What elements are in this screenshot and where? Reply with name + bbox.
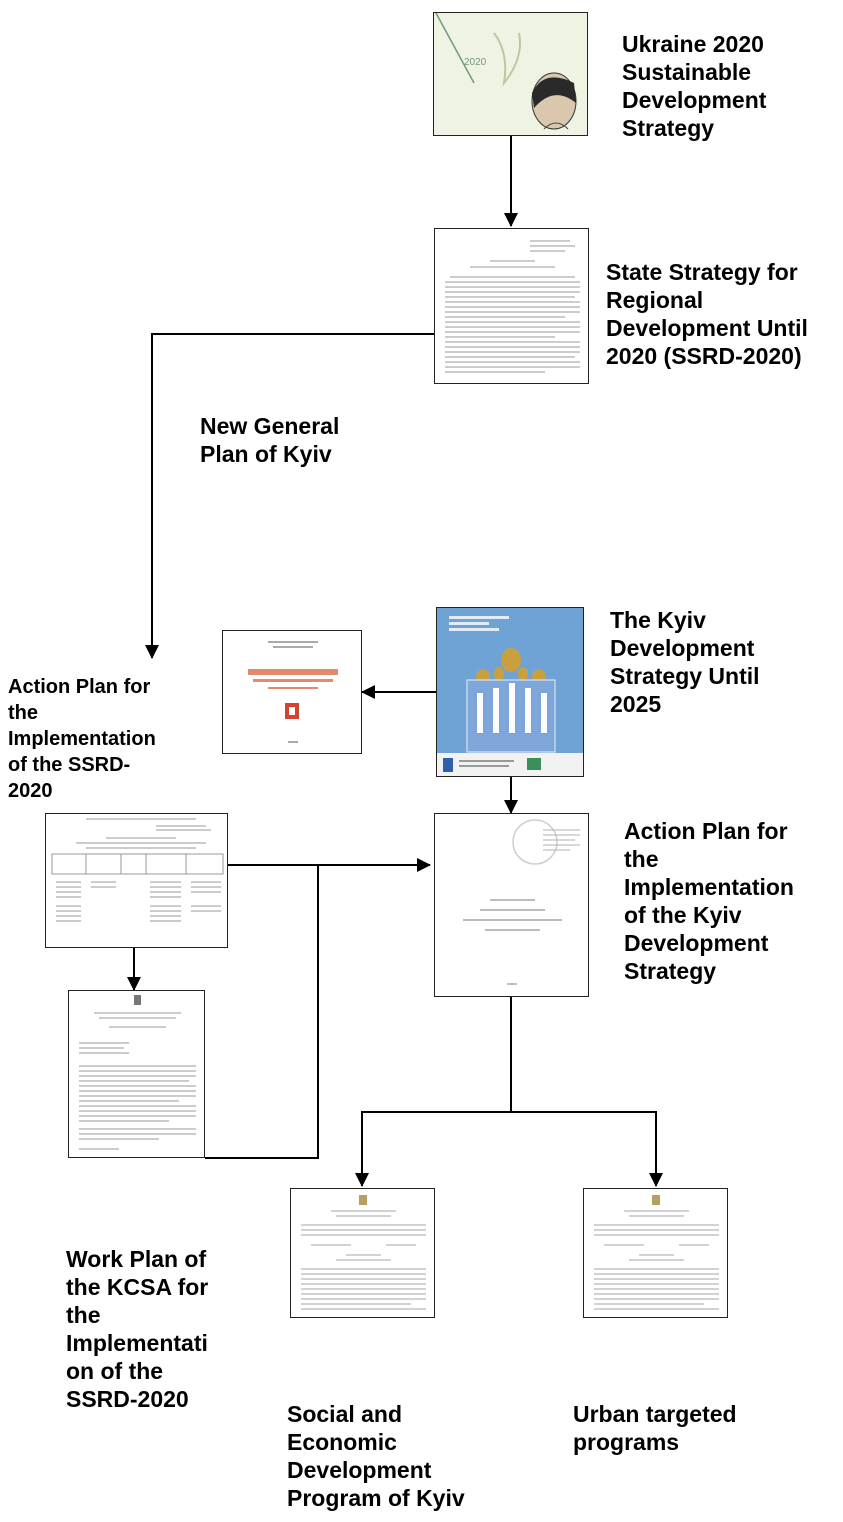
urban-programs-document	[583, 1188, 728, 1318]
label-ukraine-2020: Ukraine 2020 Sustainable Development Str…	[622, 31, 767, 141]
kyiv-strategy-cover	[436, 607, 584, 777]
social-economic-program-document	[290, 1188, 435, 1318]
kyiv-action-plan-document	[434, 813, 589, 997]
label-social-economic-program: Social and Economic Development Program …	[287, 1401, 465, 1511]
kcsa-work-plan-document	[68, 990, 205, 1158]
link-kcsa-to-merge	[205, 865, 319, 1159]
ssrd-2020-document	[434, 228, 589, 384]
label-kyiv-strategy: The Kyiv Development Strategy Until 2025	[610, 607, 760, 717]
ssrd-action-plan-document	[45, 813, 228, 948]
label-kyiv-action-plan: Action Plan for the Implementation of th…	[624, 818, 794, 984]
arrow-to-social-program	[355, 1111, 511, 1187]
arrow-ssrd-to-action-plan	[145, 333, 434, 659]
general-plan-cover	[222, 630, 362, 754]
label-general-plan: New General Plan of Kyiv	[200, 413, 340, 467]
label-ssrd-2020: State Strategy for Regional Development …	[606, 259, 808, 369]
label-kcsa-work-plan: Work Plan of the KCSA for the Implementa…	[66, 1246, 209, 1412]
ukraine-2020-cover: 2020	[433, 12, 588, 136]
svg-text:2020: 2020	[464, 57, 487, 68]
arrow-to-urban-programs	[511, 1111, 663, 1187]
label-ssrd-action-plan: Action Plan for the Implementation of th…	[8, 676, 156, 802]
label-urban-programs: Urban targeted programs	[573, 1401, 737, 1455]
